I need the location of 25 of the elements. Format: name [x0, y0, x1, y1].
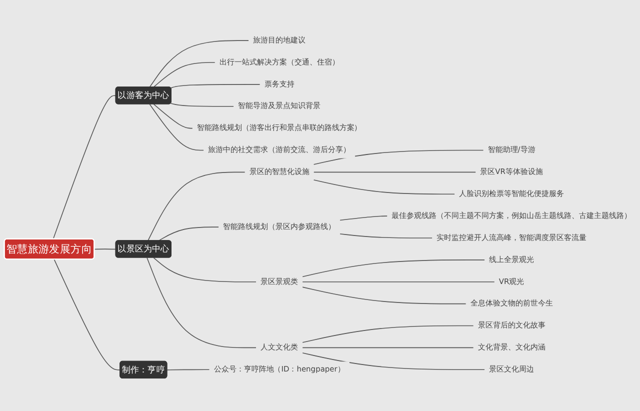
connector: [52, 95, 116, 240]
connector: [166, 369, 210, 370]
connector: [170, 102, 234, 107]
connector: [339, 216, 388, 221]
connector: [54, 259, 121, 370]
connector: [339, 233, 433, 238]
connector: [149, 104, 204, 151]
connector: [302, 260, 486, 278]
connector: [313, 150, 484, 165]
connector: [148, 172, 246, 242]
connector: [302, 352, 486, 370]
connector: [170, 84, 260, 88]
connector: [146, 257, 257, 348]
connector: [153, 62, 216, 88]
connector: [302, 347, 474, 348]
connector: [94, 248, 116, 250]
connector: [149, 40, 250, 88]
connector: [153, 257, 257, 282]
connector: [302, 286, 466, 304]
connector: [302, 281, 496, 282]
connector: [302, 325, 474, 343]
connector: [313, 180, 456, 195]
connector: [313, 172, 476, 173]
connector: [153, 104, 194, 129]
connector: [158, 226, 220, 242]
